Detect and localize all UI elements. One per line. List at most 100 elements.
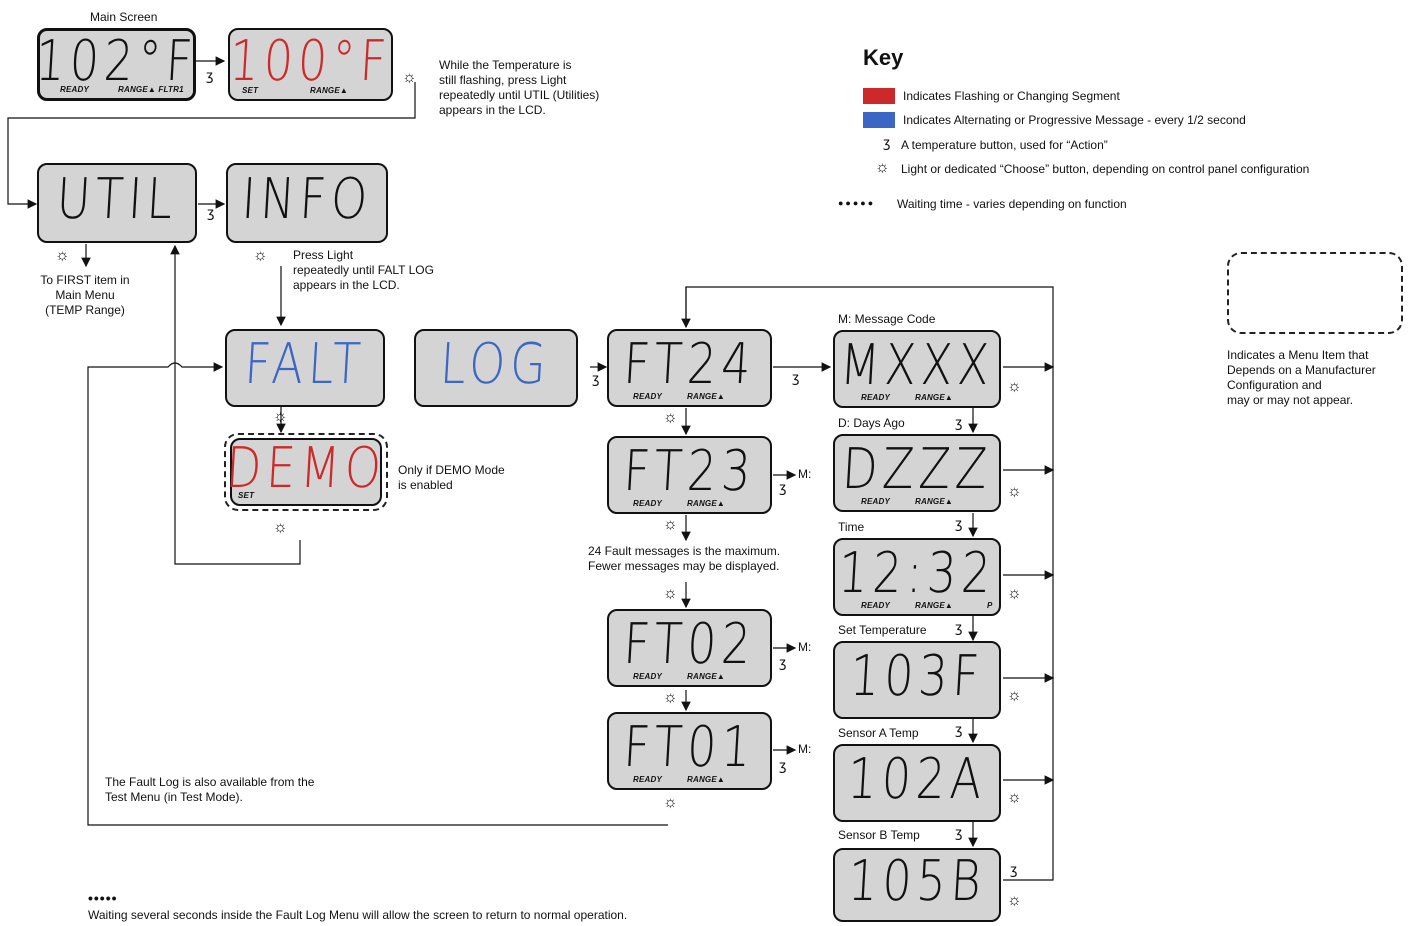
temperature-hook-icon[interactable]: ʒ — [955, 621, 963, 636]
key-alternating-text: Indicates Alternating or Progressive Mes… — [903, 113, 1246, 127]
temperature-hook-icon[interactable]: ʒ — [955, 723, 963, 738]
lcd-sensor-b: 105B — [833, 848, 1001, 922]
lcd-falt: FALT — [225, 329, 385, 407]
temperature-hook-icon[interactable]: ʒ — [792, 371, 800, 386]
key-light-text: Light or dedicated “Choose” button, depe… — [901, 162, 1310, 176]
light-sun-icon[interactable]: ☼ — [253, 247, 268, 264]
key-title: Key — [863, 45, 904, 70]
light-sun-icon[interactable]: ☼ — [663, 409, 678, 426]
lcd-settemp: 103F — [833, 641, 1001, 719]
temperature-hook-icon[interactable]: ʒ — [955, 517, 963, 532]
indicator-ready: READY — [60, 85, 90, 94]
temperature-hook-icon[interactable]: ʒ — [206, 69, 214, 84]
m-label: M: — [798, 467, 812, 481]
lcd-settemp-digits: 103F — [848, 644, 986, 709]
lcd-info: INFO — [226, 163, 388, 243]
demo-note: Only if DEMO Mode is enabled — [398, 463, 505, 492]
key-flashing-swatch — [863, 88, 895, 104]
light-sun-icon[interactable]: ☼ — [663, 585, 678, 602]
key-temp-text: A temperature button, used for “Action” — [901, 138, 1108, 152]
lcd-sensor-b-digits: 105B — [846, 849, 988, 914]
key-alternating-swatch — [863, 112, 895, 128]
days-ago-label: D: Days Ago — [838, 416, 905, 430]
lcd-dzzz-digits: DZZZ — [840, 437, 994, 502]
lcd-ft01-digits: FT01 — [621, 715, 758, 780]
lcd-main: 102°F READY RANGE▲ FLTR1 — [34, 28, 199, 101]
optional-item-frame — [224, 433, 388, 511]
lcd-demo-digits: DEMO — [224, 436, 388, 501]
indicator-set: SET — [238, 491, 255, 500]
light-sun-icon[interactable]: ☼ — [663, 794, 678, 811]
lcd-dzzz: DZZZ READY RANGE▲ — [833, 434, 1001, 512]
waiting-note: Waiting several seconds inside the Fault… — [88, 908, 628, 922]
key-flashing-text: Indicates Flashing or Changing Segment — [903, 89, 1120, 103]
lcd-demo: DEMO SET — [224, 436, 388, 506]
light-sun-icon[interactable]: ☼ — [1007, 892, 1022, 909]
light-sun-icon[interactable]: ☼ — [273, 408, 288, 425]
indicator-range: RANGE▲ FLTR1 — [118, 85, 184, 94]
light-sun-icon[interactable]: ☼ — [663, 689, 678, 706]
lcd-time: 12:32 READY RANGE▲ P — [833, 538, 1001, 616]
lcd-ft24-digits: FT24 — [621, 332, 758, 397]
light-note: While the Temperature is still flashing,… — [439, 58, 600, 117]
lcd-ft23-digits: FT23 — [621, 439, 758, 504]
lcd-ft01: FT01 READY RANGE▲ — [607, 712, 772, 790]
indicator-range: RANGE▲ — [687, 775, 726, 784]
temperature-hook-icon[interactable]: ʒ — [1010, 863, 1018, 878]
lcd-sensor-a: 102A — [833, 744, 1001, 822]
temperature-hook-icon[interactable]: ʒ — [779, 759, 787, 774]
lcd-ft02: FT02 READY RANGE▲ — [607, 609, 772, 687]
indicator-ready: READY — [633, 499, 663, 508]
lcd-mxxx: MXXX READY RANGE▲ — [833, 330, 1001, 408]
indicator-range: RANGE▲ — [310, 86, 349, 95]
lcd-mxxx-digits: MXXX — [838, 333, 996, 398]
indicator-range: RANGE▲ — [687, 672, 726, 681]
light-sun-icon[interactable]: ☼ — [273, 519, 288, 536]
indicator-ready: READY — [633, 775, 663, 784]
light-sun-icon[interactable]: ☼ — [1007, 483, 1022, 500]
lcd-time-digits: 12:32 — [836, 541, 998, 606]
light-sun-icon[interactable]: ☼ — [663, 516, 678, 533]
press-light-note: Press Light repeatedly until FALT LOG ap… — [293, 248, 434, 292]
flashing-digits: 100°F — [227, 28, 394, 94]
m-label: M: — [798, 742, 812, 756]
temperature-hook-icon[interactable]: ʒ — [955, 416, 963, 431]
time-label: Time — [838, 520, 865, 534]
light-sun-icon[interactable]: ☼ — [55, 247, 70, 264]
light-sun-icon[interactable]: ☼ — [1007, 378, 1022, 395]
key-waiting-text: Waiting time - varies depending on funct… — [897, 197, 1127, 211]
main-screen-label: Main Screen — [90, 10, 158, 24]
key-waiting-dots: ●●●●● — [838, 198, 876, 208]
temperature-hook-icon[interactable]: ʒ — [207, 206, 215, 221]
indicator-ready: READY — [861, 393, 891, 402]
lcd-falt-digits: FALT — [242, 332, 368, 397]
lcd-util-digits: UTIL — [54, 167, 180, 232]
lcd-ft24: FT24 READY RANGE▲ — [607, 329, 772, 407]
indicator-set: SET — [242, 86, 259, 95]
light-sun-icon[interactable]: ☼ — [402, 69, 417, 86]
indicator-range: RANGE▲ — [687, 392, 726, 401]
temperature-hook-icon[interactable]: ʒ — [779, 481, 787, 496]
indicator-pm: P — [987, 601, 993, 610]
light-sun-icon[interactable]: ☼ — [1007, 687, 1022, 704]
indicator-ready: READY — [633, 392, 663, 401]
waiting-dots: ••••• — [88, 890, 118, 906]
temperature-hook-icon[interactable]: ʒ — [592, 372, 600, 387]
lcd-log-digits: LOG — [438, 332, 553, 397]
sensor-b-label: Sensor B Temp — [838, 828, 920, 842]
light-sun-icon[interactable]: ☼ — [1007, 585, 1022, 602]
m-label: M: — [798, 640, 812, 654]
temperature-hook-icon[interactable]: ʒ — [955, 826, 963, 841]
light-sun-icon[interactable]: ☼ — [1007, 789, 1022, 806]
indicator-ready: READY — [861, 497, 891, 506]
test-menu-note: The Fault Log is also available from the… — [105, 775, 315, 804]
sensor-a-label: Sensor A Temp — [838, 726, 919, 740]
lcd-set-temp: 100°F SET RANGE▲ — [228, 28, 393, 101]
indicator-ready: READY — [633, 672, 663, 681]
lcd-sensor-a-digits: 102A — [845, 747, 989, 812]
temperature-hook-icon[interactable]: ʒ — [779, 656, 787, 671]
first-item-note: To FIRST item in Main Menu (TEMP Range) — [40, 273, 130, 317]
lcd-set-digits: 100°F — [228, 29, 393, 94]
set-temp-label: Set Temperature — [838, 623, 927, 637]
